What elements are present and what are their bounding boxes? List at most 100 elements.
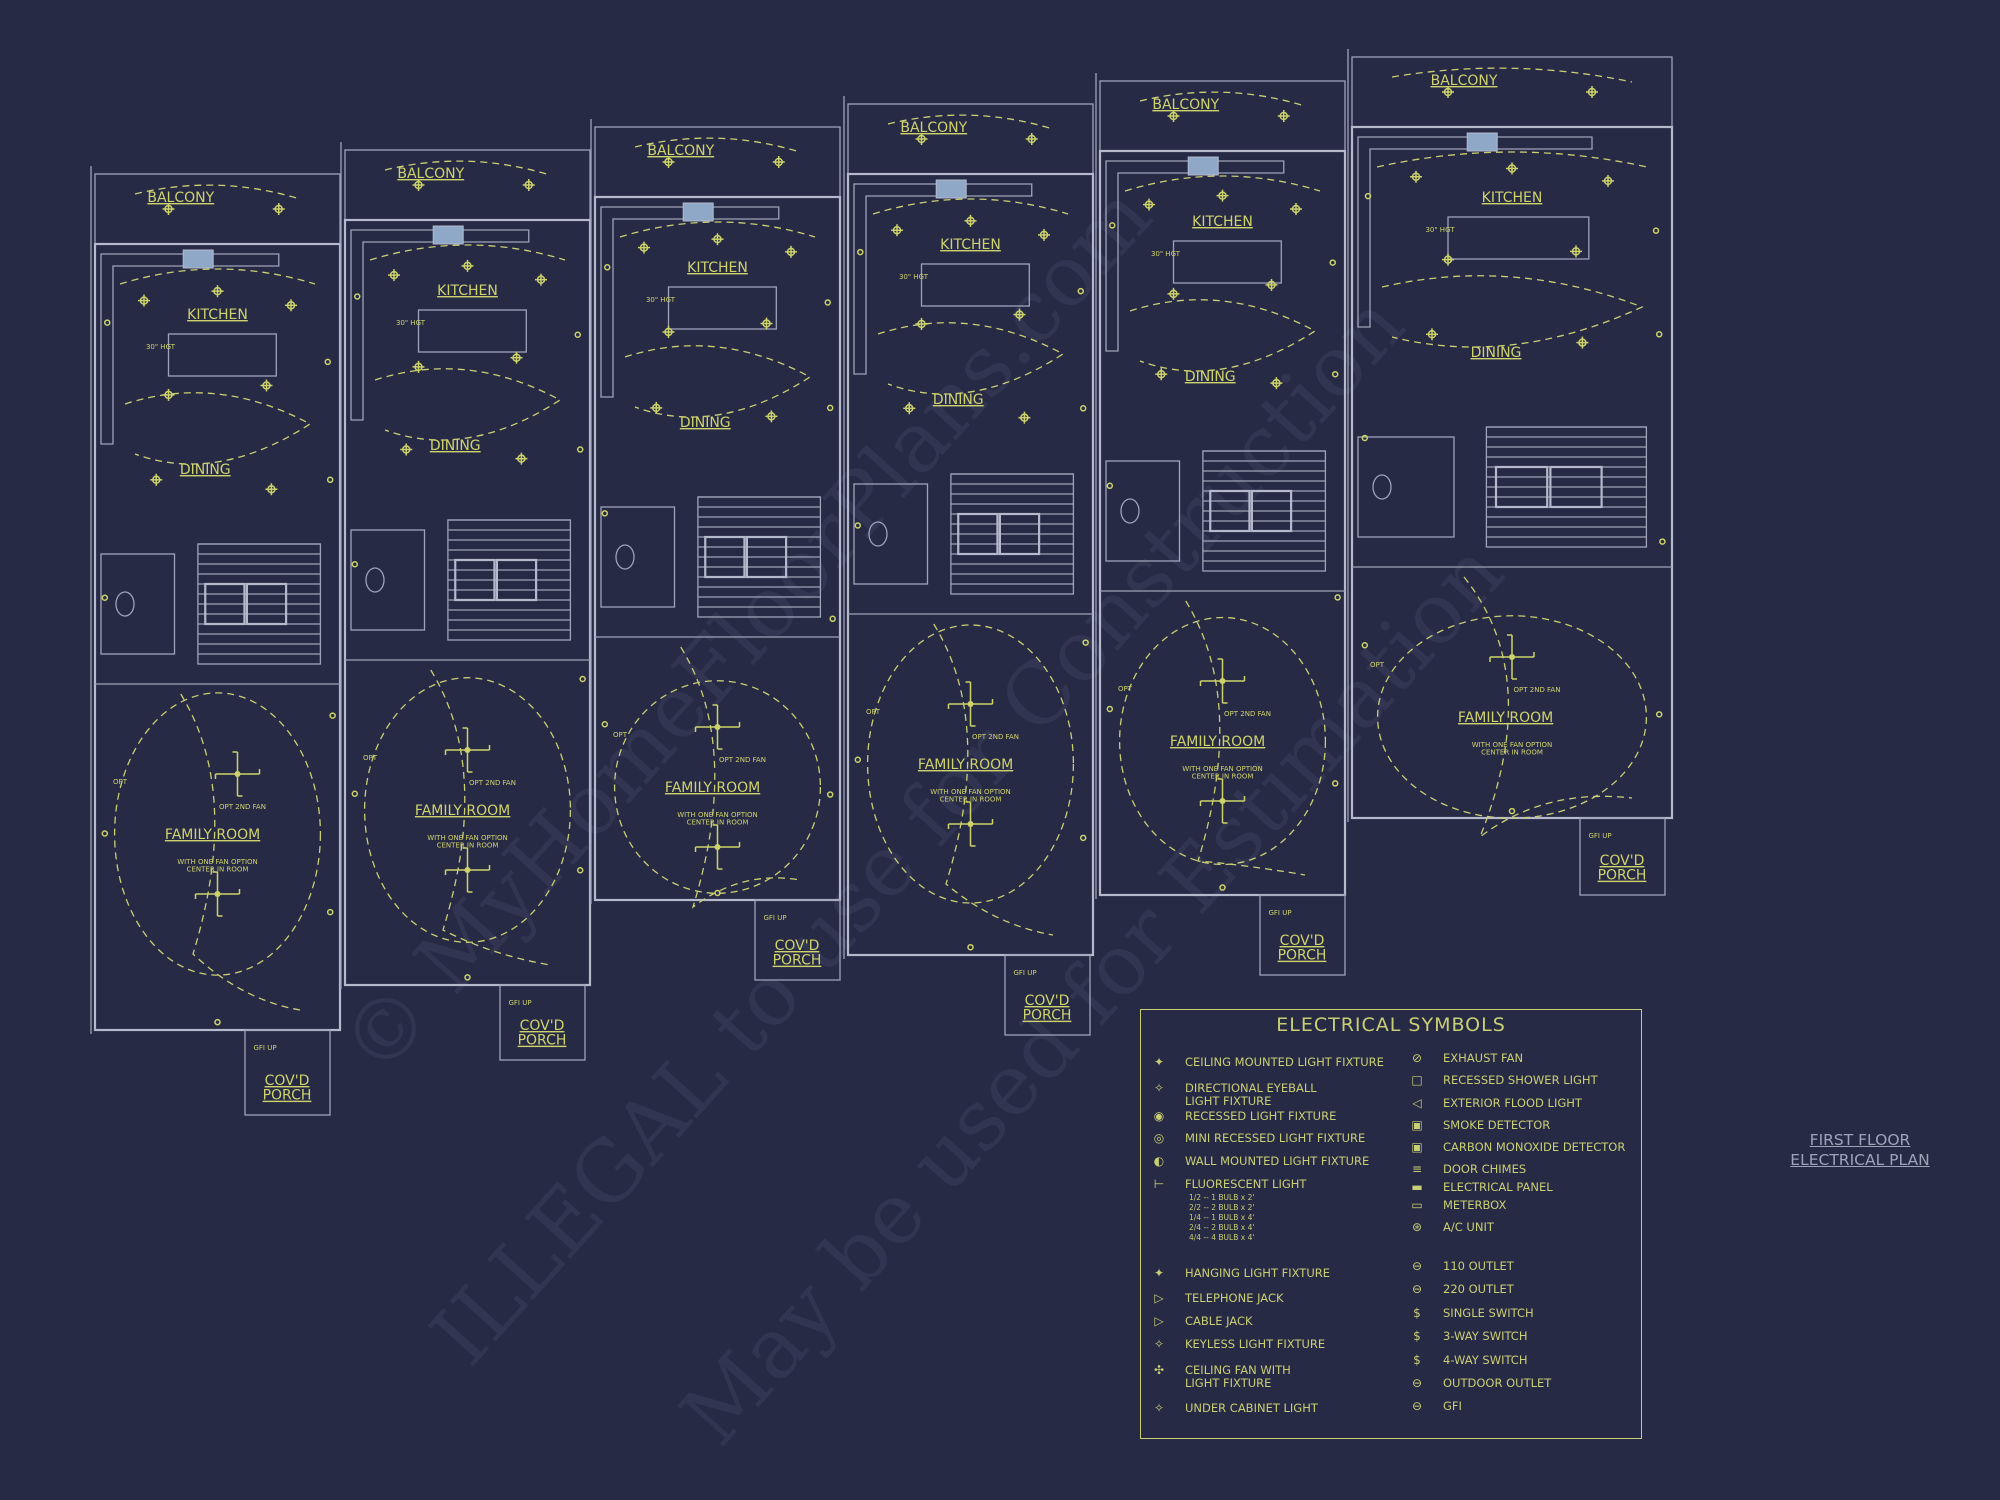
stairs — [697, 496, 822, 618]
legend-label: FLUORESCENT LIGHT — [1185, 1177, 1307, 1191]
legend-label: ELECTRICAL PANEL — [1443, 1180, 1553, 1194]
covered-porch — [1259, 894, 1346, 976]
ceiling-light-icon — [1167, 110, 1180, 122]
balcony-circuit — [134, 184, 301, 200]
legend-label: WALL MOUNTED LIGHT FIXTURE — [1185, 1154, 1370, 1168]
opt-note: OPT — [113, 778, 128, 786]
recessed-shower-light-icon: □ — [1411, 1073, 1423, 1087]
island-height-note: 30" HGT — [1151, 250, 1181, 258]
outlet-220-icon: ⊖ — [1411, 1282, 1423, 1296]
kitchen-counter — [350, 229, 530, 421]
legend-label: SMOKE DETECTOR — [1443, 1118, 1551, 1132]
family-room-label: FAMILY ROOM — [1170, 734, 1265, 750]
island-height-note: 30" HGT — [146, 343, 176, 351]
outlet-icon — [1079, 405, 1087, 412]
kitchen-circuit — [119, 268, 316, 285]
fluorescent-light-icon: ⊢ — [1153, 1177, 1165, 1191]
toilet — [615, 544, 635, 570]
kitchen-counter — [853, 183, 1033, 375]
outlet-icon — [826, 791, 834, 798]
kitchen-sink — [1187, 156, 1219, 176]
covered-porch — [499, 984, 586, 1061]
ceiling-light-icon — [1018, 411, 1031, 424]
outlet-icon — [101, 594, 109, 601]
outlet-icon — [329, 712, 336, 719]
gfi-up-note: GFI UP — [1013, 969, 1036, 977]
ceiling-light-icon — [211, 285, 224, 298]
legend-label: METERBOX — [1443, 1198, 1507, 1212]
stairs — [950, 473, 1075, 595]
ceiling-light-icon — [1013, 308, 1026, 321]
ceiling-light-icon — [260, 379, 273, 392]
opt-2nd-fan-note: OPT 2ND FAN — [469, 779, 516, 787]
dining-circuit — [1381, 275, 1644, 348]
outlet-icon — [324, 358, 331, 366]
ceiling-fan-icon — [947, 801, 994, 847]
outlet-icon — [967, 943, 974, 951]
covered-porch — [1579, 817, 1666, 896]
legend-label: DOOR CHIMES — [1443, 1162, 1527, 1176]
gfi-icon: ⊖ — [1411, 1399, 1423, 1413]
ceiling-light-icon — [662, 325, 675, 338]
outlet-icon — [101, 830, 109, 837]
outlet-icon — [1508, 807, 1516, 815]
outlet-icon — [1106, 705, 1114, 713]
meterbox-icon: ▭ — [1411, 1198, 1423, 1212]
balcony-outline — [344, 149, 591, 221]
ceiling-fan-icon — [1199, 778, 1246, 824]
ceiling-light-icon — [388, 269, 400, 282]
ceiling-light-icon — [510, 351, 523, 364]
outdoor-outlet-icon: ⊖ — [1411, 1376, 1423, 1390]
ceiling-light-icon — [522, 179, 535, 191]
stairs — [447, 519, 572, 641]
opt-note: OPT — [1118, 685, 1133, 693]
ceiling-light-icon — [785, 245, 797, 258]
kitchen-circuit — [369, 244, 566, 261]
ceiling-light-icon — [1216, 189, 1229, 202]
kitchen-label: KITCHEN — [940, 237, 1001, 253]
powder-room — [100, 553, 176, 655]
ceiling-light-icon — [638, 241, 650, 254]
fan-circuit — [430, 669, 551, 966]
toilet — [1372, 474, 1392, 500]
kitchen-counter — [1105, 160, 1285, 352]
kitchen-island — [1172, 240, 1282, 284]
outlet-icon — [1331, 780, 1339, 787]
ceiling-light-icon — [1442, 86, 1454, 98]
balcony-circuit — [384, 160, 551, 176]
ceiling-light-icon — [1442, 253, 1454, 266]
outlet-icon — [351, 790, 359, 797]
kitchen-sink — [1466, 132, 1498, 152]
ceiling-light-icon — [772, 156, 785, 168]
powder-room — [350, 529, 426, 631]
opt-2nd-fan-note: OPT 2ND FAN — [972, 733, 1019, 741]
outlet-icon — [1109, 222, 1116, 229]
outlet-icon — [1655, 331, 1663, 338]
outlet-icon — [829, 615, 836, 623]
balcony-outline — [1099, 80, 1346, 152]
ceiling-light-icon — [1025, 133, 1038, 145]
legend-label: UNDER CABINET LIGHT — [1185, 1401, 1318, 1415]
outlet-icon — [1652, 227, 1660, 234]
balcony-circuit — [1139, 91, 1306, 107]
ceiling-fan-icon — [1199, 658, 1246, 704]
sheet-title: FIRST FLOOR ELECTRICAL PLAN — [1760, 1130, 1960, 1170]
kitchen-sink — [682, 202, 714, 222]
toilet — [365, 567, 385, 593]
balcony-label: BALCONY — [647, 143, 714, 159]
outlet-icon — [464, 974, 471, 981]
ceiling-light-icon — [412, 360, 425, 373]
legend-title: ELECTRICAL SYMBOLS — [1276, 1014, 1506, 1036]
family-room-label: FAMILY ROOM — [665, 780, 760, 796]
legend-label: HANGING LIGHT FIXTURE — [1185, 1266, 1331, 1280]
legend-label: SINGLE SWITCH — [1443, 1306, 1534, 1320]
legend-label: MINI RECESSED LIGHT FIXTURE — [1185, 1131, 1366, 1145]
outlet-icon — [326, 476, 334, 484]
legend-label: CARBON MONOXIDE DETECTOR — [1443, 1140, 1626, 1154]
